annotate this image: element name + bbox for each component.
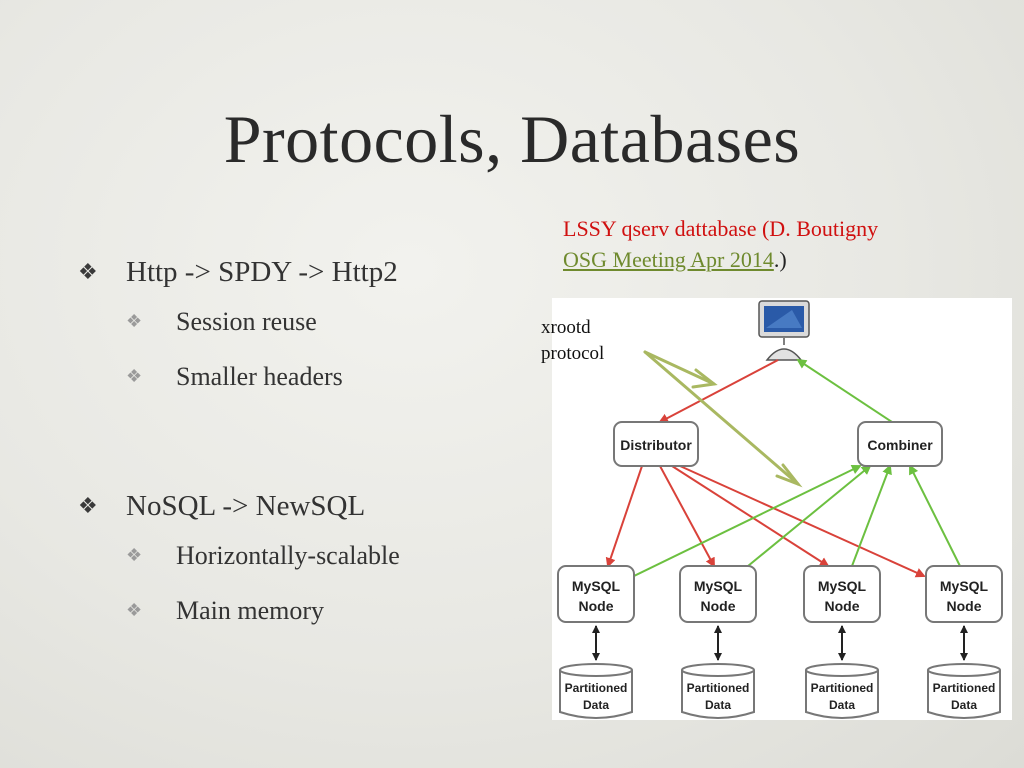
architecture-diagram: Distributor Combiner MySQL Node MySQL No… xyxy=(552,298,1012,720)
annotation-line: xrootd xyxy=(541,317,591,338)
client-computer-icon xyxy=(758,300,810,361)
citation-tail: .) xyxy=(773,247,787,272)
diamond-bullet-icon: ❖ xyxy=(126,366,143,386)
sub-bullet-item: ❖ Smaller headers xyxy=(126,349,548,404)
mysql-node-label: Node xyxy=(947,598,982,614)
sub-bullet-item: ❖ Session reuse xyxy=(126,294,548,349)
mysql-node-label: MySQL xyxy=(694,578,743,594)
mysql-node: MySQL Node xyxy=(679,565,757,623)
distributor-label: Distributor xyxy=(620,437,692,453)
citation: LSSY qserv dattabase (D. Boutigny OSG Me… xyxy=(563,213,878,275)
sub-bullet-text: Smaller headers xyxy=(176,361,343,391)
mysql-node-label: Node xyxy=(701,598,736,614)
citation-line: LSSY qserv dattabase (D. Boutigny xyxy=(563,216,879,241)
combiner-label: Combiner xyxy=(867,437,933,453)
annotation-line: protocol xyxy=(541,343,605,364)
mysql-node-label: Node xyxy=(825,598,860,614)
sub-bullet-item: ❖ Horizontally-scalable xyxy=(126,528,548,583)
diamond-bullet-icon: ❖ xyxy=(78,493,98,518)
data-label: Partitioned xyxy=(933,681,996,695)
diamond-bullet-icon: ❖ xyxy=(126,545,143,565)
partitioned-data-cylinder: Partitioned Data xyxy=(681,663,755,719)
citation-link[interactable]: OSG Meeting Apr 2014 xyxy=(563,247,774,272)
diamond-bullet-icon: ❖ xyxy=(78,259,98,284)
request-arrows xyxy=(605,359,926,578)
mysql-node: MySQL Node xyxy=(803,565,881,623)
data-link-arrows xyxy=(592,625,968,661)
data-label: Data xyxy=(705,698,731,712)
mysql-node-label: MySQL xyxy=(818,578,867,594)
bullet-list: ❖ Http -> SPDY -> Http2 ❖ Session reuse … xyxy=(78,250,548,638)
mysql-node-label: MySQL xyxy=(572,578,621,594)
sub-bullet-text: Main memory xyxy=(176,595,325,625)
sub-bullet-text: Session reuse xyxy=(176,306,317,336)
data-label: Partitioned xyxy=(687,681,750,695)
bullet-text: Http -> SPDY -> Http2 xyxy=(126,255,398,288)
slide-title: Protocols, Databases xyxy=(223,101,801,177)
bullet-text: NoSQL -> NewSQL xyxy=(126,489,366,522)
mysql-node-label: MySQL xyxy=(940,578,989,594)
mysql-node: MySQL Node xyxy=(925,565,1003,623)
data-label: Data xyxy=(829,698,855,712)
sub-bullet-text: Horizontally-scalable xyxy=(176,540,400,570)
data-label: Partitioned xyxy=(565,681,628,695)
distributor-box: Distributor xyxy=(613,421,699,467)
sub-bullet-item: ❖ Main memory xyxy=(126,583,548,638)
combiner-box: Combiner xyxy=(857,421,943,467)
diamond-bullet-icon: ❖ xyxy=(126,311,143,331)
partitioned-data-cylinder: Partitioned Data xyxy=(927,663,1001,719)
response-arrows xyxy=(633,358,961,577)
data-label: Partitioned xyxy=(811,681,874,695)
data-label: Data xyxy=(951,698,977,712)
protocol-annotation: xrootd protocol xyxy=(541,315,604,367)
mysql-node-label: Node xyxy=(579,598,614,614)
partitioned-data-cylinder: Partitioned Data xyxy=(559,663,633,719)
data-label: Data xyxy=(583,698,609,712)
bullet-item: ❖ Http -> SPDY -> Http2 xyxy=(78,250,548,294)
diamond-bullet-icon: ❖ xyxy=(126,600,143,620)
mysql-node: MySQL Node xyxy=(557,565,635,623)
partitioned-data-cylinder: Partitioned Data xyxy=(805,663,879,719)
bullet-item: ❖ NoSQL -> NewSQL xyxy=(78,484,548,528)
